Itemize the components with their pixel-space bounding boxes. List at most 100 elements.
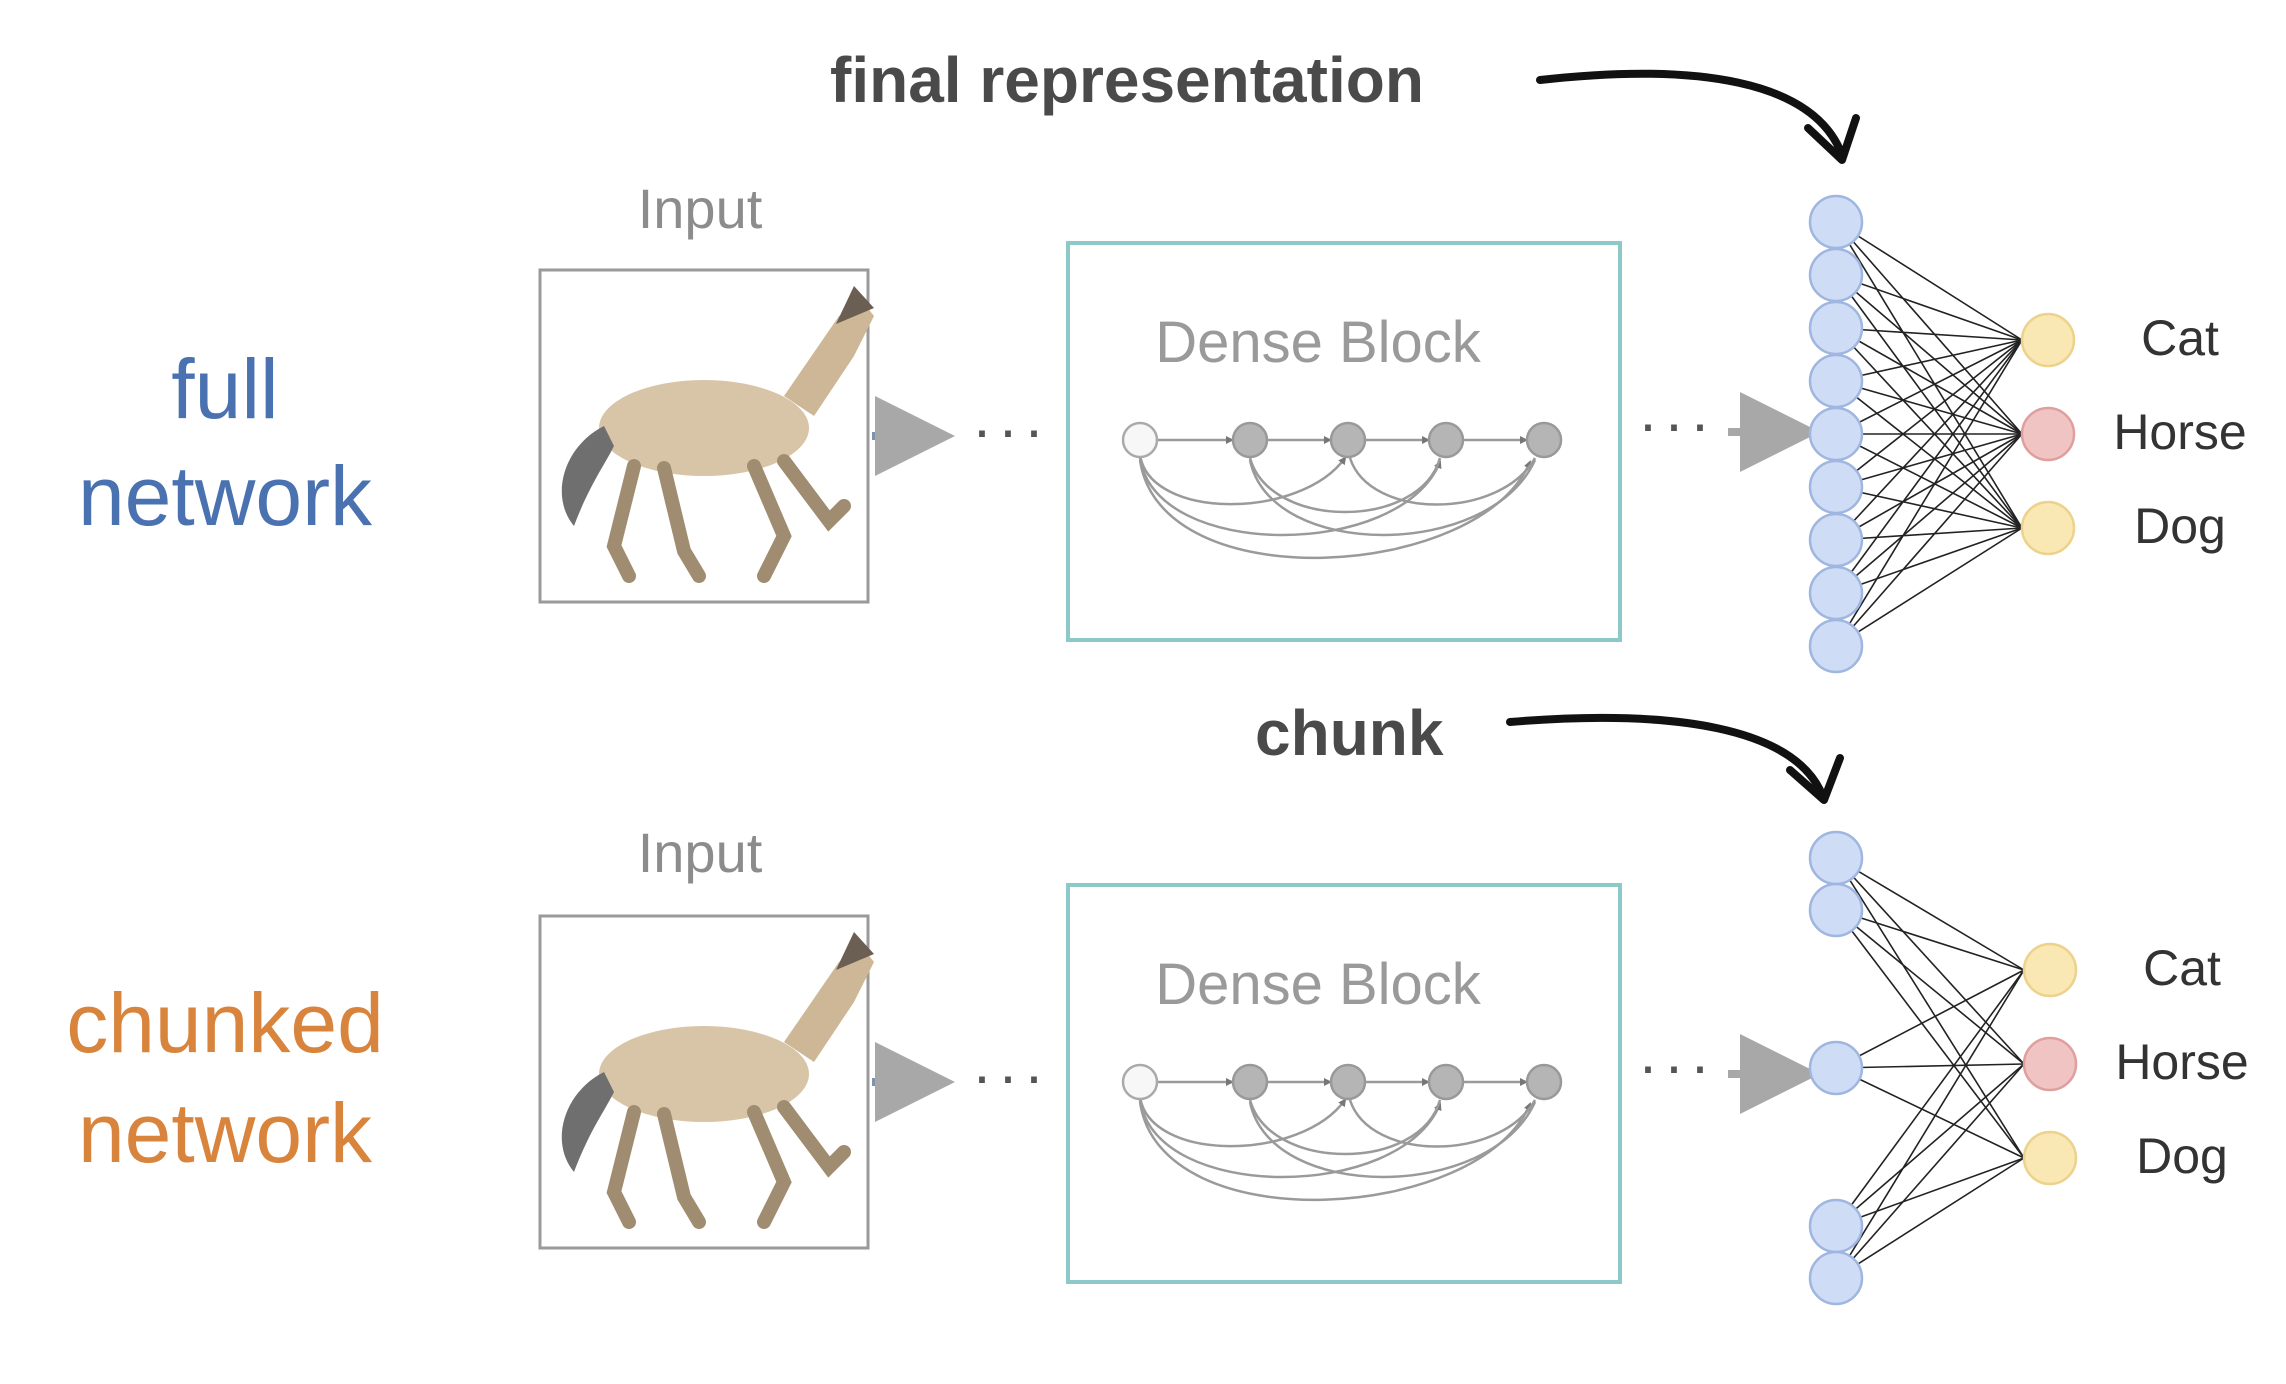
connection-edge xyxy=(1835,909,2025,971)
chunk-label: chunk xyxy=(1255,697,1444,769)
connection-edge xyxy=(1835,909,2025,1159)
final-representation-arrowhead xyxy=(1804,114,1860,164)
connection-edge xyxy=(1835,221,2023,341)
chunked-network-connections xyxy=(1835,857,2025,1279)
ellipsis-before-block: ··· xyxy=(972,396,1050,463)
class-label-cat: Cat xyxy=(2141,310,2219,366)
output-node-cat xyxy=(2020,312,2076,368)
connection-edge xyxy=(1835,339,2023,594)
connection-edge xyxy=(1835,433,2023,488)
connection-edge xyxy=(1835,327,2023,529)
connection-edge xyxy=(1835,1063,2025,1279)
connection-edge xyxy=(1835,221,2023,435)
hidden-node xyxy=(1808,512,1864,568)
connection-edge xyxy=(1835,221,2023,529)
connection-edge xyxy=(1835,274,2023,435)
connection-edge xyxy=(1835,433,2023,594)
connection-edge xyxy=(1835,857,2025,1159)
dense-block-box xyxy=(1066,883,1622,1284)
class-label-dog: Dog xyxy=(2134,498,2226,554)
connection-edge xyxy=(1835,857,2025,971)
connection-edge xyxy=(1835,969,2025,1227)
full-network-hidden-layer xyxy=(1808,194,1864,674)
connection-edge xyxy=(1835,527,2023,647)
dense-block-graph xyxy=(1138,436,1537,560)
class-label-dog: Dog xyxy=(2136,1128,2228,1184)
connection-edge xyxy=(1835,486,2023,529)
hidden-node xyxy=(1808,353,1864,409)
dense-block-box xyxy=(1066,241,1622,642)
connection-edge xyxy=(1835,1157,2025,1279)
chunked-network-label-line2: network xyxy=(78,1086,373,1180)
connection-edge xyxy=(1835,527,2023,541)
dense-block-nodes xyxy=(1121,1063,1563,1101)
hidden-node xyxy=(1808,406,1864,462)
output-node-dog xyxy=(2022,1130,2078,1186)
connection-edge xyxy=(1835,857,2025,1065)
chunk-arrow xyxy=(1506,713,1824,794)
connection-edge xyxy=(1835,1063,2025,1069)
ellipsis-after-block: ··· xyxy=(1638,390,1716,457)
output-node-horse xyxy=(2020,406,2076,462)
hidden-node xyxy=(1808,247,1864,303)
connection-edge xyxy=(1835,433,2023,647)
final-representation-arrow xyxy=(1536,69,1844,154)
horse-image xyxy=(561,286,874,583)
output-node-horse xyxy=(2022,1036,2078,1092)
connection-edge xyxy=(1835,339,2023,647)
input-label: Input xyxy=(638,177,763,240)
horse-image xyxy=(561,932,874,1229)
connection-edge xyxy=(1835,969,2025,1069)
hidden-node xyxy=(1808,1198,1864,1254)
class-label-horse: Horse xyxy=(2115,1034,2248,1090)
connection-edge xyxy=(1835,339,2023,488)
connection-edge xyxy=(1835,1067,2025,1159)
chunked-network-output-layer xyxy=(2022,942,2078,1186)
full-network-label-line2: network xyxy=(78,449,373,543)
connection-edge xyxy=(1835,380,2023,435)
hidden-node xyxy=(1808,194,1864,250)
connection-edge xyxy=(1835,327,2023,341)
dense-block-label: Dense Block xyxy=(1155,952,1482,1017)
ellipsis-before-block: ··· xyxy=(972,1042,1050,1109)
class-label-horse: Horse xyxy=(2113,404,2246,460)
dense-block-label: Dense Block xyxy=(1155,310,1482,375)
connection-edge xyxy=(1835,339,2023,382)
connection-edge xyxy=(1835,909,2025,1065)
connection-edge xyxy=(1835,433,2023,529)
hidden-node xyxy=(1808,300,1864,356)
hidden-node xyxy=(1808,1040,1864,1096)
connection-edge xyxy=(1835,339,2023,541)
dense-block-nodes xyxy=(1121,421,1563,459)
connection-edge xyxy=(1835,1063,2025,1227)
ellipsis-after-block: ··· xyxy=(1638,1032,1716,1099)
class-label-cat: Cat xyxy=(2143,940,2221,996)
hidden-node xyxy=(1808,882,1864,938)
connection-edge xyxy=(1835,327,2023,435)
hidden-node xyxy=(1808,830,1864,886)
connection-edge xyxy=(1835,274,2023,529)
connection-edge xyxy=(1835,380,2023,529)
full-network-output-layer xyxy=(2020,312,2076,556)
connection-edge xyxy=(1835,339,2023,435)
hidden-node xyxy=(1808,618,1864,674)
dense-block-graph xyxy=(1138,1078,1537,1202)
chunked-network-label-line1: chunked xyxy=(66,976,384,1070)
chunk-arrowhead xyxy=(1786,754,1844,804)
full-network-label-line1: full xyxy=(171,342,278,436)
full-network-connections xyxy=(1835,221,2023,647)
input-label: Input xyxy=(638,821,763,884)
connection-edge xyxy=(1835,969,2025,1279)
chunked-network-hidden-layer xyxy=(1808,830,1864,1306)
hidden-node xyxy=(1808,1250,1864,1306)
output-node-cat xyxy=(2022,942,2078,998)
final-representation-label: final representation xyxy=(830,44,1424,116)
output-node-dog xyxy=(2020,500,2076,556)
connection-edge xyxy=(1835,1157,2025,1227)
connection-edge xyxy=(1835,274,2023,341)
full-network-row: full network Input ··· Dense Block xyxy=(78,177,2247,674)
connection-edge xyxy=(1835,433,2023,541)
chunked-network-row: chunked network Input ··· Dense Block xyxy=(66,821,2249,1306)
hidden-node xyxy=(1808,565,1864,621)
